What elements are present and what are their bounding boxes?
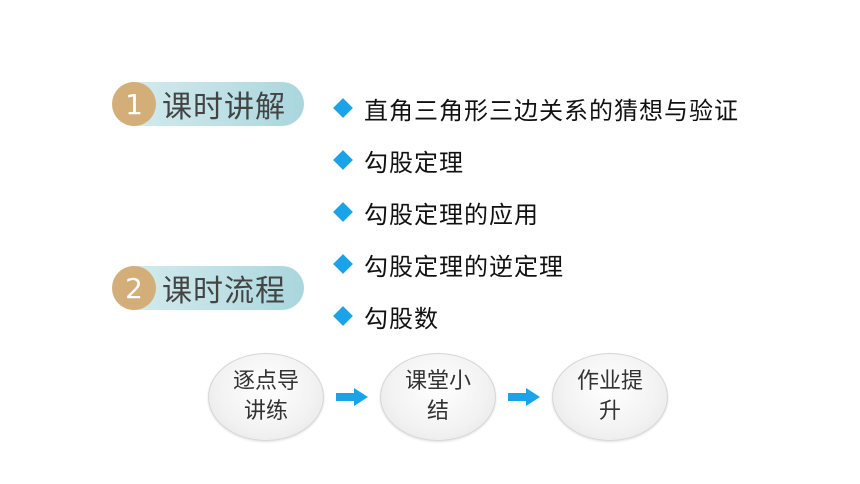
topic-text: 勾股定理的应用 — [364, 200, 539, 229]
arrow-right-icon — [508, 388, 540, 406]
diamond-bullet-icon — [333, 306, 353, 326]
section-1-title: 课时讲解 — [162, 90, 286, 125]
section-2-number: 2 — [112, 266, 156, 310]
topic-text: 勾股定理 — [364, 148, 464, 177]
topic-item[interactable]: 勾股定理 — [332, 134, 739, 186]
diamond-bullet-icon — [333, 150, 353, 170]
diamond-bullet-icon — [333, 254, 353, 274]
topic-text: 勾股数 — [364, 304, 439, 333]
topic-item[interactable]: 勾股数 — [332, 290, 739, 342]
flow-step-label: 作业提升 — [576, 369, 643, 424]
diamond-bullet-icon — [333, 98, 353, 118]
topic-text: 直角三角形三边关系的猜想与验证 — [364, 96, 739, 125]
flow-step-label: 课堂小结 — [404, 369, 471, 424]
diamond-bullet-icon — [333, 202, 353, 222]
topic-item[interactable]: 勾股定理的应用 — [332, 186, 739, 238]
flow-step-3[interactable]: 作业提升 — [552, 353, 668, 441]
topic-list: 直角三角形三边关系的猜想与验证 勾股定理 勾股定理的应用 勾股定理的逆定理 勾股… — [332, 82, 739, 342]
section-2-pill[interactable]: 2 课时流程 — [112, 266, 304, 310]
flow-step-label: 逐点导讲练 — [232, 369, 299, 424]
flow-step-1[interactable]: 逐点导讲练 — [208, 353, 324, 441]
arrow-right-icon — [336, 388, 368, 406]
topic-item[interactable]: 直角三角形三边关系的猜想与验证 — [332, 82, 739, 134]
section-1-pill[interactable]: 1 课时讲解 — [112, 82, 304, 126]
flow-step-2[interactable]: 课堂小结 — [380, 353, 496, 441]
topic-item[interactable]: 勾股定理的逆定理 — [332, 238, 739, 290]
section-2-title: 课时流程 — [162, 274, 286, 309]
section-1-number: 1 — [112, 82, 156, 126]
topic-text: 勾股定理的逆定理 — [364, 252, 564, 281]
